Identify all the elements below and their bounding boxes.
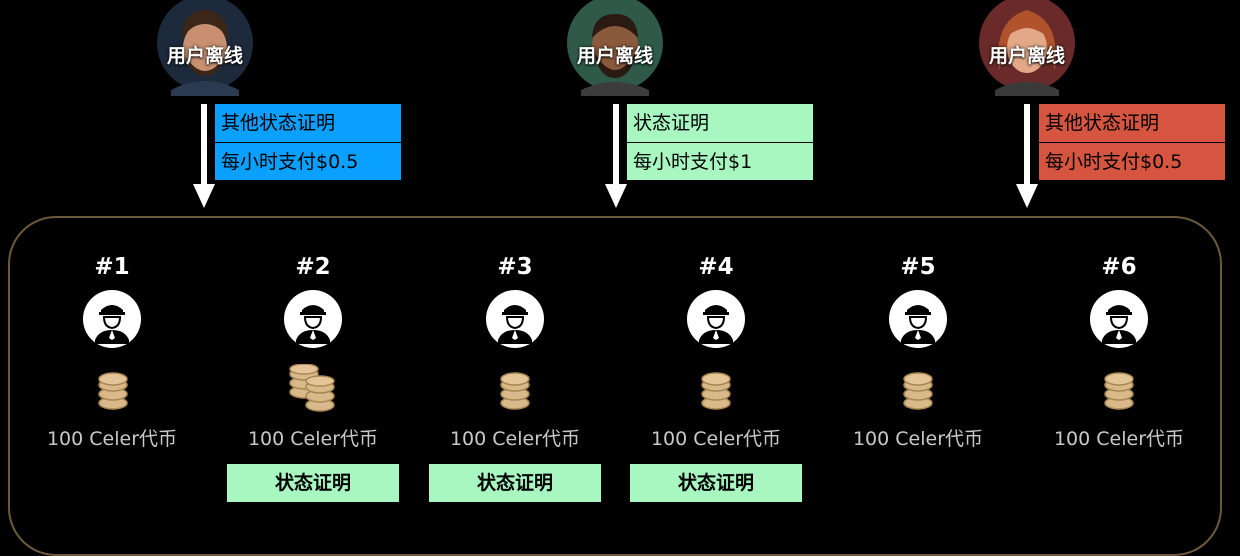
avatar-icon	[567, 0, 663, 96]
coin-stack-icon	[289, 364, 335, 412]
node-number: #4	[698, 254, 734, 280]
token-amount: 100 Celer代币	[247, 428, 379, 450]
user-status-label: 用户离线	[166, 45, 243, 67]
user-offline-2: 用户离线	[567, 0, 663, 96]
token-amount: 100 Celer代币	[852, 428, 984, 450]
token-amount: 100 Celer代币	[650, 428, 782, 450]
node-3: #3	[440, 252, 590, 348]
node-4: #4	[641, 252, 791, 348]
avatar-icon	[157, 0, 253, 96]
guard-icon	[284, 290, 342, 348]
guard-icon	[486, 290, 544, 348]
node-1: #1	[37, 252, 187, 348]
payment-info-box-2: 状态证明 每小时支付$1	[627, 104, 813, 180]
guard-icon	[1090, 290, 1148, 348]
arrow-down-icon	[605, 104, 627, 208]
coin-stack-icon	[903, 372, 933, 410]
token-amount: 100 Celer代币	[449, 428, 581, 450]
state-proof-badge: 状态证明	[429, 464, 601, 502]
info-proof-label: 其他状态证明	[215, 104, 401, 142]
user-offline-1: 用户离线	[157, 0, 253, 96]
info-proof-label: 其他状态证明	[1039, 104, 1225, 142]
node-number: #5	[900, 254, 936, 280]
avatar-icon	[979, 0, 1075, 96]
user-status-label: 用户离线	[988, 45, 1065, 67]
arrow-down-icon	[1016, 104, 1038, 208]
payment-info-box-3: 其他状态证明 每小时支付$0.5	[1039, 104, 1225, 180]
node-number: #1	[94, 254, 130, 280]
info-payment-label: 每小时支付$0.5	[1039, 142, 1225, 180]
token-amount: 100 Celer代币	[46, 428, 178, 450]
coin-stack-icon	[500, 372, 530, 410]
user-status-label: 用户离线	[576, 45, 653, 67]
guard-icon	[687, 290, 745, 348]
coin-stack-icon	[1104, 372, 1134, 410]
node-network-container	[8, 216, 1222, 556]
info-payment-label: 每小时支付$0.5	[215, 142, 401, 180]
info-proof-label: 状态证明	[627, 104, 813, 142]
node-2: #2	[238, 252, 388, 348]
node-6: #6	[1044, 252, 1194, 348]
node-5: #5	[843, 252, 993, 348]
user-offline-3: 用户离线	[979, 0, 1075, 96]
info-payment-label: 每小时支付$1	[627, 142, 813, 180]
node-number: #6	[1101, 254, 1137, 280]
coin-stack-icon	[98, 372, 128, 410]
guard-icon	[889, 290, 947, 348]
state-proof-badge: 状态证明	[227, 464, 399, 502]
state-proof-badge: 状态证明	[630, 464, 802, 502]
token-amount: 100 Celer代币	[1053, 428, 1185, 450]
node-number: #3	[497, 254, 533, 280]
payment-info-box-1: 其他状态证明 每小时支付$0.5	[215, 104, 401, 180]
node-number: #2	[295, 254, 331, 280]
arrow-down-icon	[193, 104, 215, 208]
coin-stack-icon	[701, 372, 731, 410]
guard-icon	[83, 290, 141, 348]
